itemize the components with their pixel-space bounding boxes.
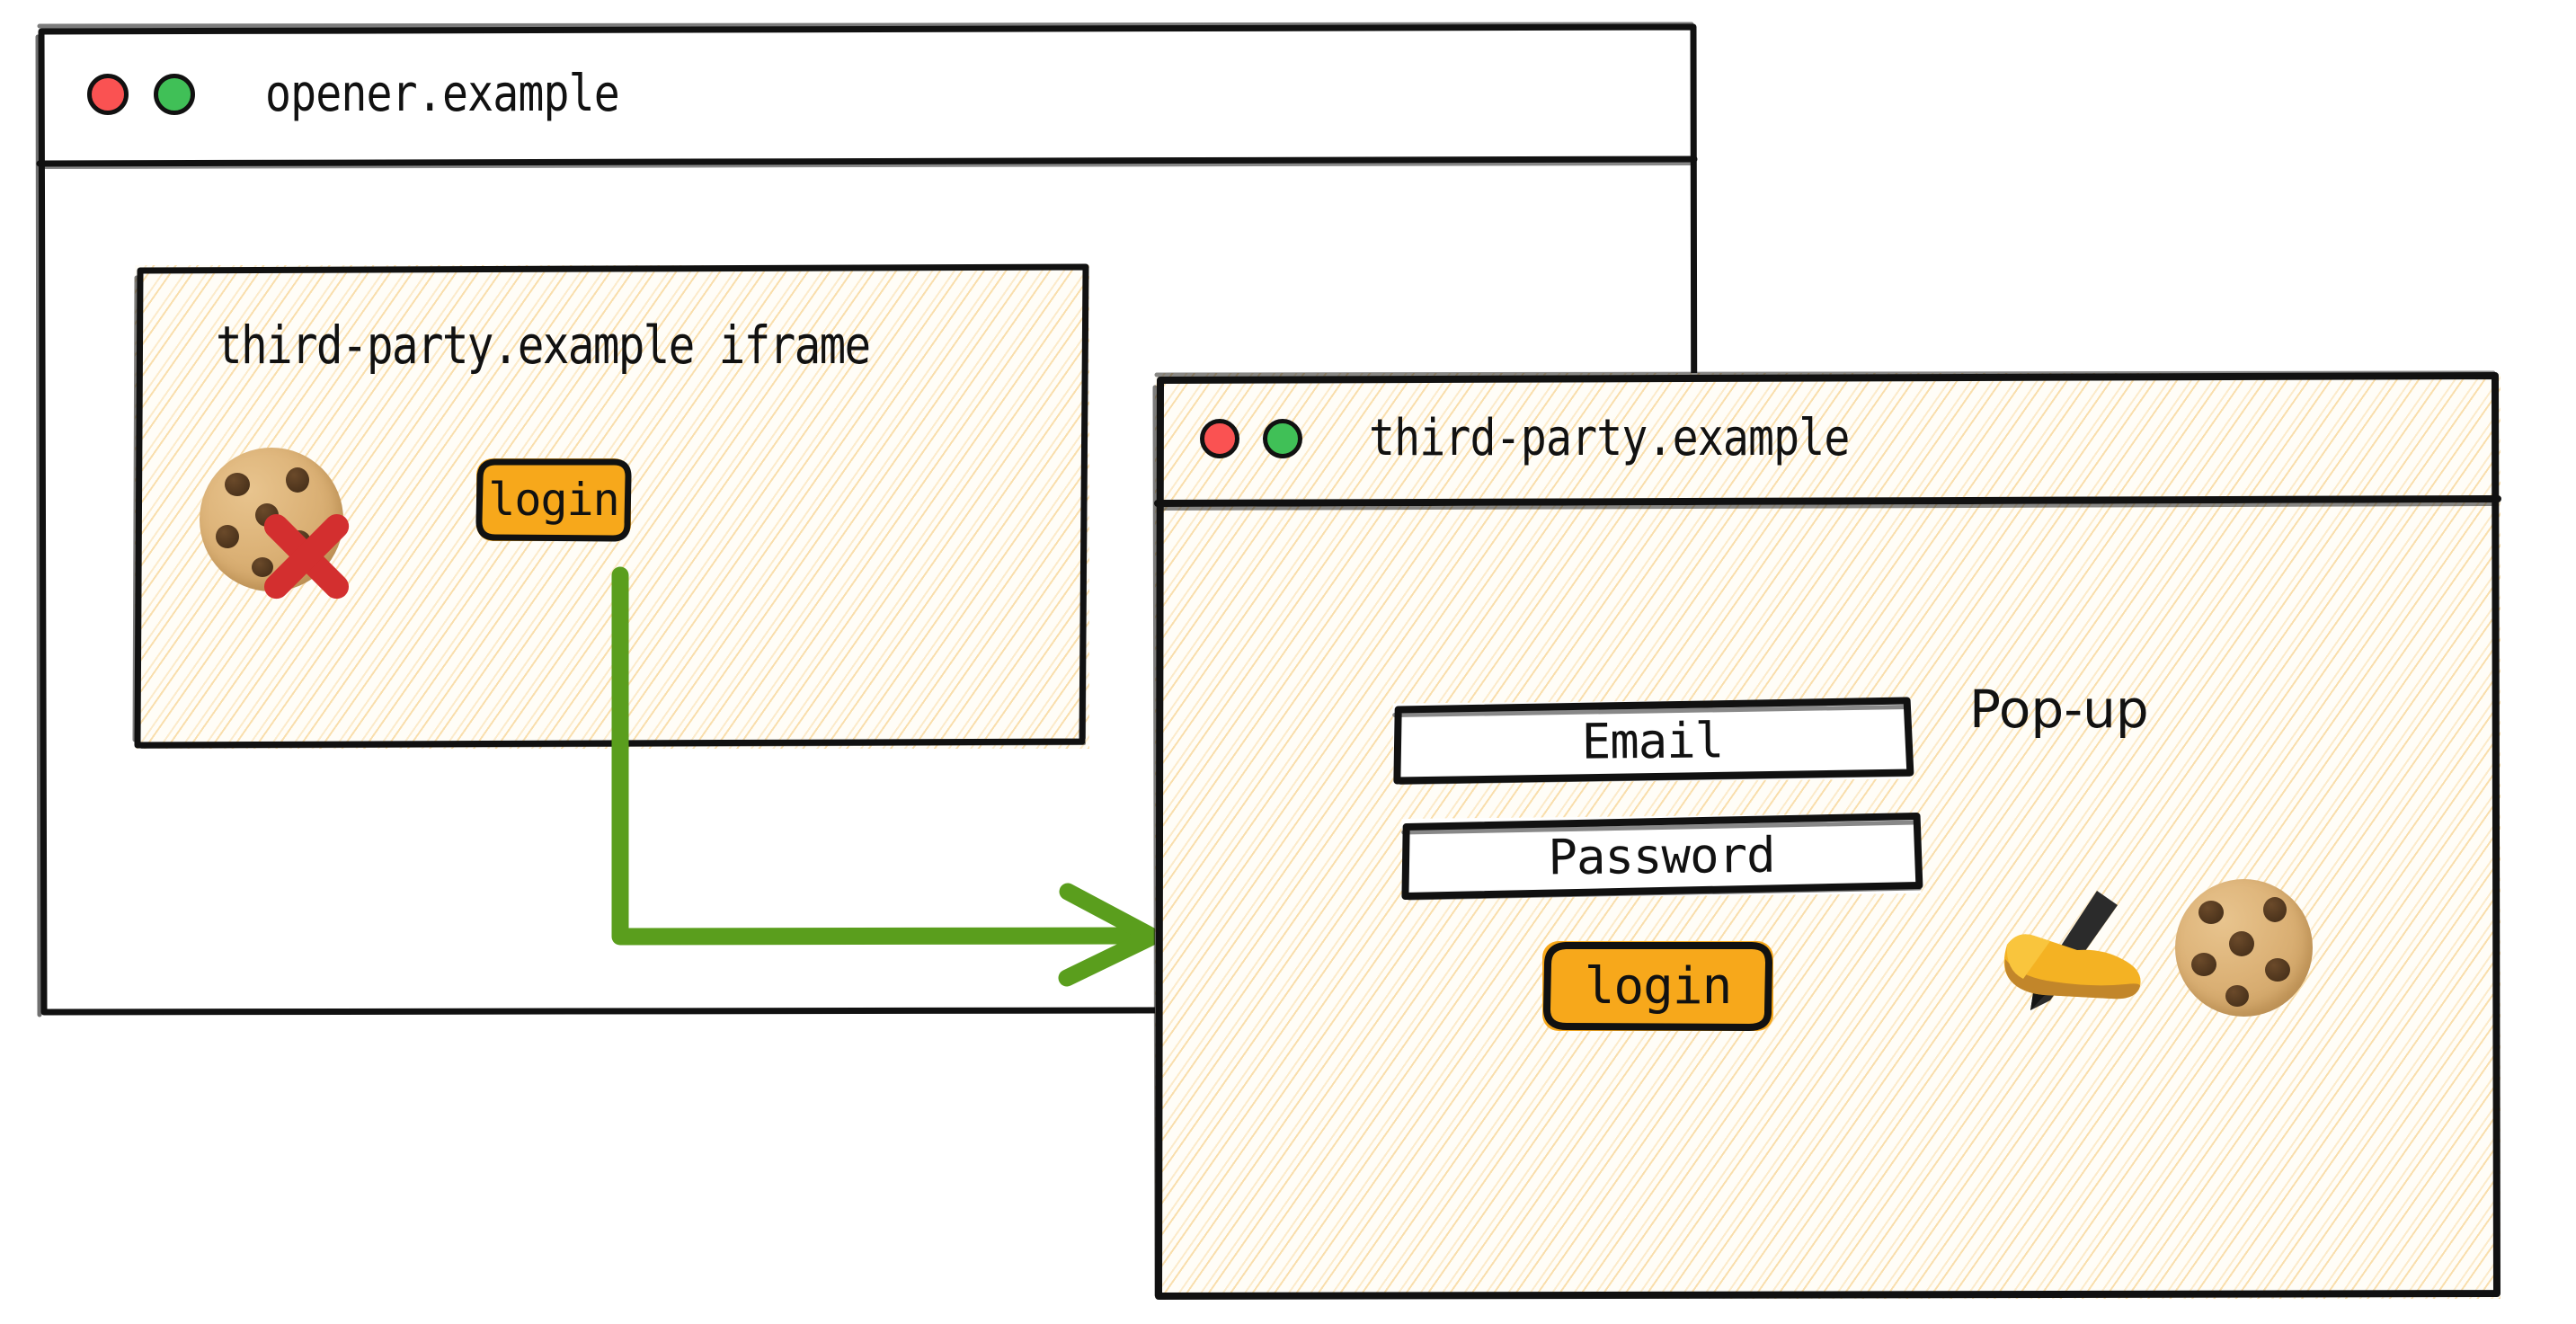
popup-annotation-label: Pop-up [1969, 679, 2149, 740]
opener-titlebar: opener.example [38, 24, 1746, 164]
close-dot-icon[interactable] [87, 73, 129, 115]
minimize-dot-icon[interactable] [1263, 418, 1302, 458]
popup-window: third-party.example Pop-up Email Passwor… [1152, 370, 2501, 1300]
iframe-label: third-party.example iframe [216, 315, 871, 376]
writing-hand-icon [1991, 885, 2162, 1020]
opener-window-title: opener.example [265, 65, 620, 123]
minimize-dot-icon[interactable] [154, 73, 195, 115]
password-field-label: Password [1548, 826, 1775, 886]
third-party-iframe: third-party.example iframe [132, 263, 1089, 749]
blocked-cookie-group [191, 440, 370, 611]
email-field[interactable]: Email [1392, 697, 1914, 785]
iframe-login-button-label: login [488, 474, 620, 526]
popup-window-title: third-party.example [1369, 409, 1850, 467]
close-dot-icon[interactable] [1200, 418, 1239, 458]
email-field-label: Email [1581, 712, 1724, 770]
red-x-icon [252, 502, 361, 611]
popup-login-button[interactable]: login [1542, 941, 1773, 1031]
iframe-login-button[interactable]: login [475, 458, 632, 542]
cookie-icon [2175, 879, 2313, 1017]
popup-titlebar: third-party.example [1155, 373, 2545, 503]
popup-login-button-label: login [1584, 956, 1733, 1016]
password-field[interactable]: Password [1401, 813, 1923, 901]
